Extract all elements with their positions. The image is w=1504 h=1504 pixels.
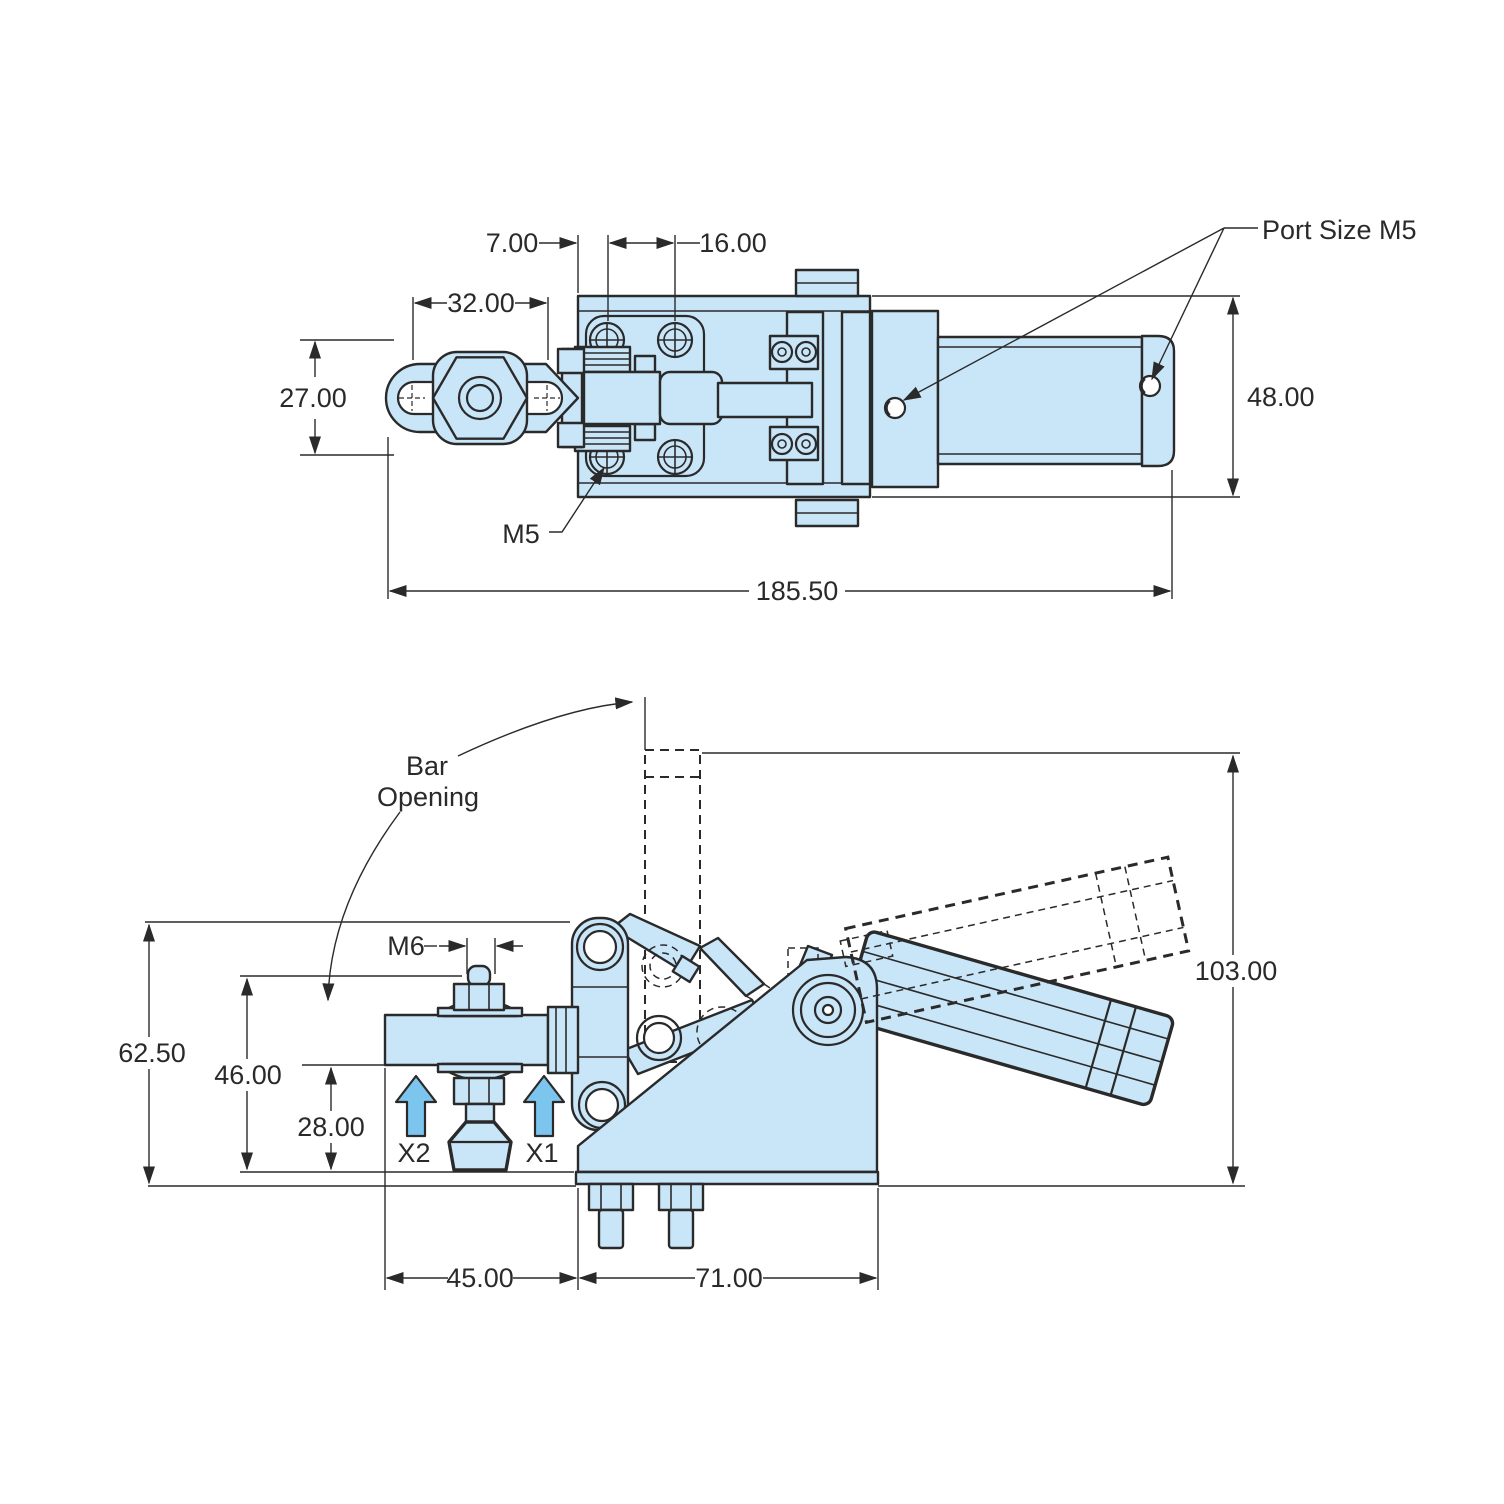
dim-body-width-label: 48.00: [1247, 382, 1315, 412]
dim-base-length-label: 71.00: [695, 1263, 763, 1293]
dim-arm-width: 27.00: [279, 339, 394, 456]
dim-overall-length: 185.50: [387, 437, 1173, 606]
air-cylinder: [870, 309, 1176, 489]
air-port-left: [883, 396, 907, 420]
dim-screw-offset-label: 7.00: [486, 228, 539, 258]
spindle-nut-upper: [452, 982, 506, 1012]
clamp-arm-side: [383, 964, 580, 1172]
dim-bottom-lengths: 45.00 71.00: [385, 1263, 878, 1293]
dim-open-height-label: 103.00: [1195, 956, 1278, 986]
dim-open-height: 103.00: [1195, 754, 1278, 1185]
dim-spindle-height: 46.00: [214, 977, 282, 1171]
sensor-x2-label: X2: [397, 1138, 430, 1168]
spindle-hex-nut-top: [431, 356, 529, 440]
extension-lines: [145, 697, 1245, 1290]
dim-arm-underside-height: 28.00: [297, 1066, 365, 1171]
dim-screw-spacing-label: 16.00: [699, 228, 767, 258]
arm-link: [570, 916, 630, 1132]
mounting-screws: [588, 321, 694, 476]
toggle-linkage: [610, 912, 801, 1076]
clamp-arm-top: [384, 350, 580, 446]
m5-thread-label: M5: [502, 519, 540, 549]
piston-rod: [716, 381, 814, 419]
cylinder-open-position-hidden: [839, 855, 1191, 1025]
cam-block: [671, 954, 701, 984]
rod-clevis-block: [582, 370, 662, 426]
dim-overall-height: 62.50: [118, 923, 186, 1185]
dim-overall-height-label: 62.50: [118, 1038, 186, 1068]
dim-arm-width-label: 27.00: [279, 383, 347, 413]
side-view-drawing: X2 X1: [118, 697, 1277, 1293]
dim-slot-spacing: 32.00: [412, 288, 549, 360]
port-size-callout: Port Size M5: [902, 215, 1417, 401]
bar-opening-label-line2: Opening: [377, 782, 479, 812]
sensor-x1-label: X1: [525, 1138, 558, 1168]
m5-thread-callout: M5: [502, 466, 605, 549]
dim-overall-length-label: 185.50: [756, 576, 839, 606]
top-view-drawing: 7.00 16.00 32.00 27.00 48.00: [279, 215, 1416, 606]
dim-spindle-height-label: 46.00: [214, 1060, 282, 1090]
dim-slot-spacing-label: 32.00: [447, 288, 515, 318]
m6-thread-callout: M6: [387, 931, 523, 961]
dim-arm-underside-label: 28.00: [297, 1112, 365, 1142]
dim-body-width: 48.00: [872, 295, 1315, 498]
cylinder-clamped-position: [843, 930, 1175, 1107]
mounting-base: [574, 955, 880, 1186]
mounting-bolts: [587, 1182, 705, 1250]
port-size-label: Port Size M5: [1262, 215, 1417, 245]
spindle-tip: [447, 1120, 513, 1172]
toggle-boss: [658, 370, 724, 426]
sensor-arrow-x2-icon: [394, 1074, 438, 1138]
slot-center-marks: [399, 385, 560, 411]
m6-thread-label: M6: [387, 931, 425, 961]
sensor-arrow-x1-icon: [522, 1074, 566, 1138]
cylinder-end-cap: [1140, 334, 1176, 468]
air-port-right: [1138, 374, 1162, 398]
spindle-nut-lower: [452, 1076, 506, 1106]
dim-arm-overhang-label: 45.00: [446, 1263, 514, 1293]
sensor-markers: X2 X1: [394, 1074, 566, 1168]
bar-opening-callout: Bar Opening: [322, 697, 634, 1002]
bar-opening-label-line1: Bar: [406, 751, 448, 781]
dim-screw-columns: 7.00 16.00: [486, 228, 767, 321]
bar-open-position-hidden: [644, 749, 701, 1063]
cam-rollers: [768, 334, 820, 462]
